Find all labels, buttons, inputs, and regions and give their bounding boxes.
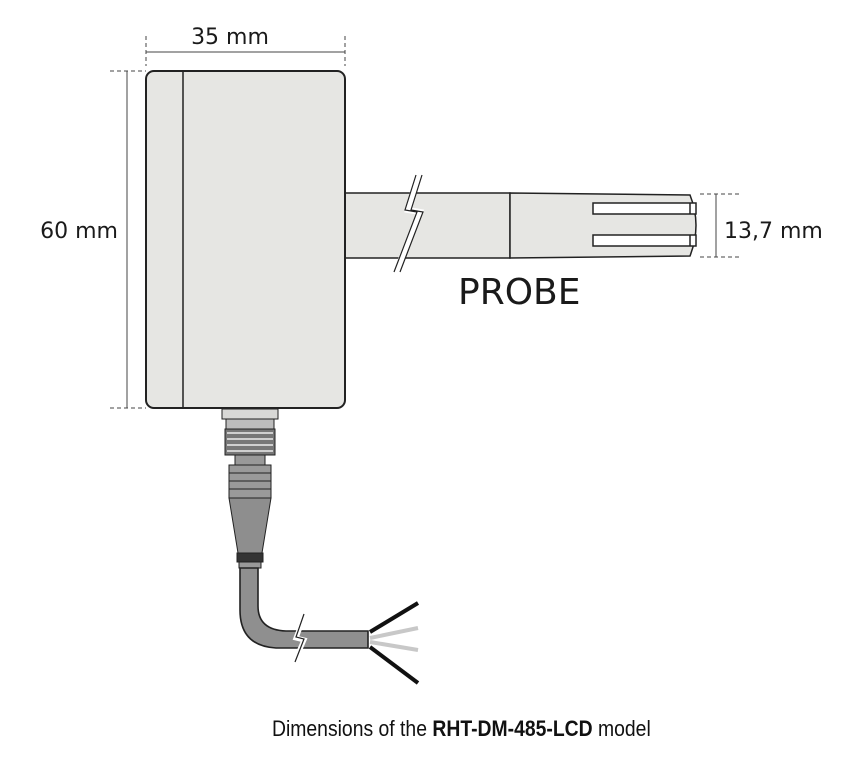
probe-label: PROBE bbox=[458, 272, 581, 313]
probe-dimension bbox=[700, 193, 740, 258]
housing bbox=[145, 70, 346, 409]
width-label: 35 mm bbox=[191, 25, 269, 50]
caption-model: RHT-DM-485-LCD bbox=[432, 716, 593, 741]
width-dimension bbox=[145, 36, 346, 66]
height-label: 60 mm bbox=[40, 219, 118, 244]
probe bbox=[344, 192, 697, 259]
connector bbox=[221, 408, 279, 569]
caption-suffix: model bbox=[598, 716, 651, 741]
break-mark bbox=[393, 174, 425, 274]
height-dimension bbox=[110, 70, 146, 409]
probe-diameter-label: 13,7 mm bbox=[724, 219, 823, 244]
cable bbox=[239, 567, 420, 685]
caption: Dimensions of the RHT-DM-485-LCD model bbox=[272, 716, 651, 742]
caption-prefix: Dimensions of the bbox=[272, 716, 427, 741]
